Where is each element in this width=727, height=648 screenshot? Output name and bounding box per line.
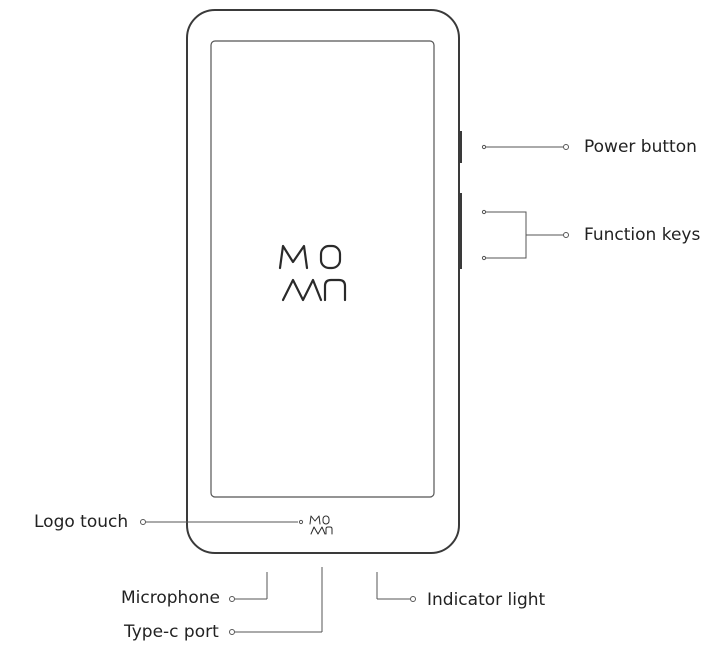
microphone-leader: [229, 596, 267, 602]
function-keys-leader: [481, 209, 569, 261]
indicator-light-label: Indicator light: [427, 590, 546, 610]
function-keys-label: Function keys: [584, 225, 701, 245]
logo-touch-label: Logo touch: [34, 512, 129, 532]
power-button-label: Power button: [584, 137, 697, 157]
device-screen: [210, 40, 435, 498]
type-c-port-label: Type-c port: [124, 622, 219, 642]
logo-touch-leader: [140, 519, 304, 525]
indicator-light-leader: [377, 596, 416, 602]
type-c-port-leader: [229, 629, 322, 635]
function-keys-bar: [459, 193, 462, 269]
device-body: [186, 9, 460, 554]
power-button: [459, 131, 462, 163]
power-button-leader: [481, 144, 569, 150]
momo-logo-icon: [278, 244, 347, 302]
momo-logo-small-icon: [309, 515, 333, 535]
microphone-label: Microphone: [121, 588, 220, 608]
